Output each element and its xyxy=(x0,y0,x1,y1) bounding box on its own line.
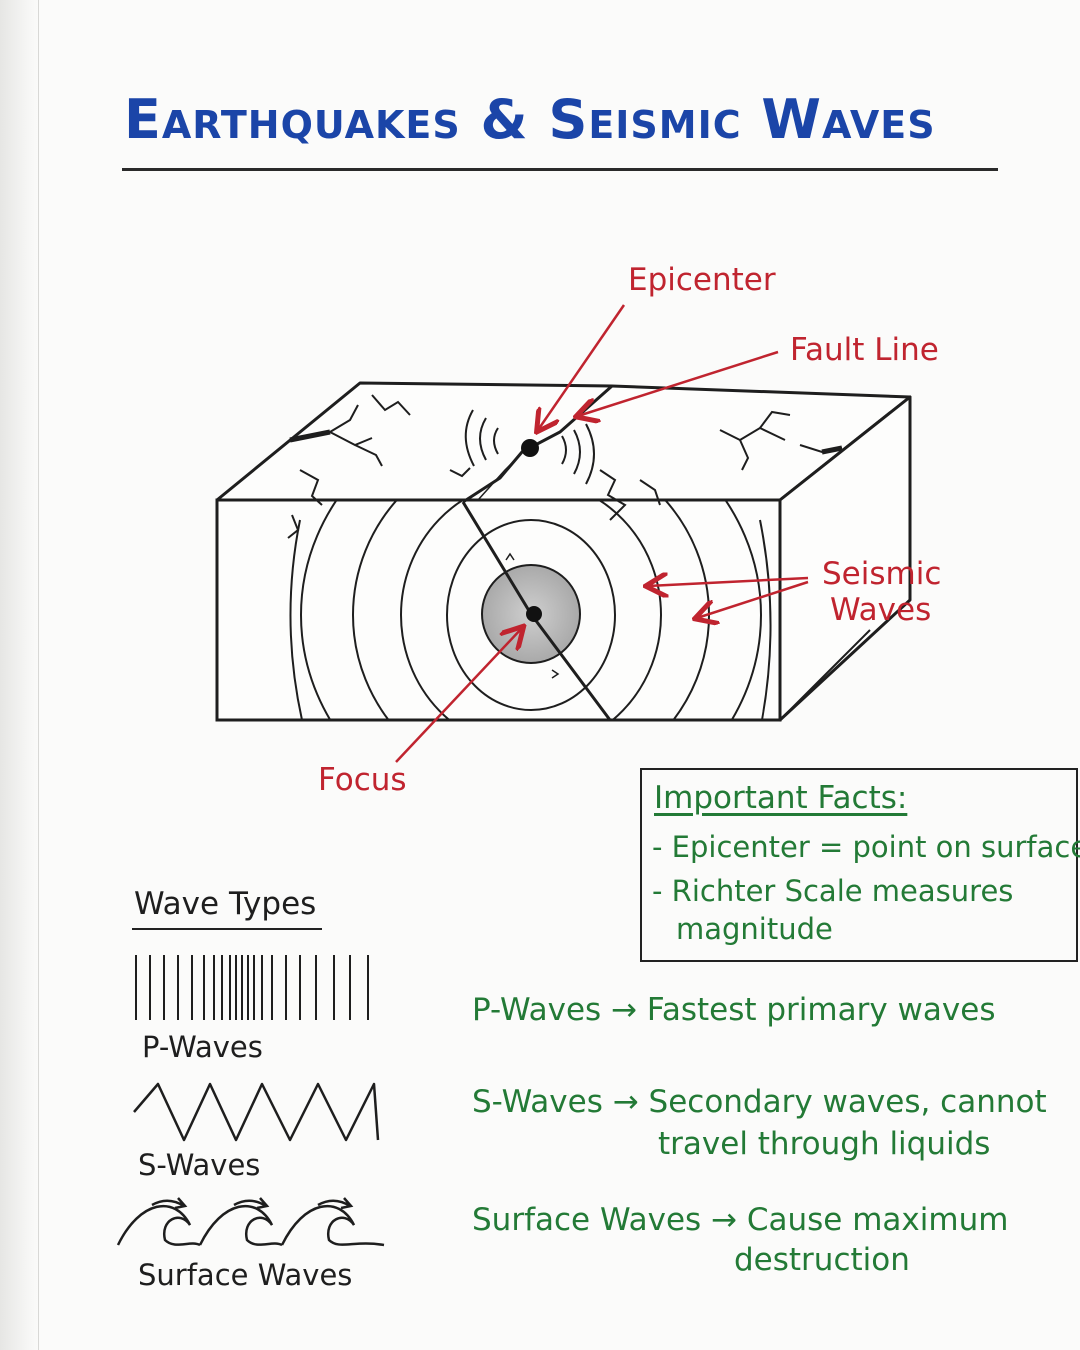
wave-type-icons xyxy=(116,955,385,1247)
important-facts-title: Important Facts: xyxy=(654,780,908,816)
block-right-face xyxy=(778,395,912,722)
focus-point xyxy=(526,606,542,622)
title-underline xyxy=(122,168,998,171)
page-title: Earthquakes & Seismic Waves xyxy=(124,88,936,151)
s-waves-description-cont: travel through liquids xyxy=(658,1126,991,1162)
seismic-waves-arrow-1 xyxy=(648,578,809,586)
fact-item: - Richter Scale measures xyxy=(652,874,1014,908)
epicenter-label: Epicenter xyxy=(628,262,776,298)
wave-types-underline xyxy=(132,928,322,930)
s-waves-description: S-Waves → Secondary waves, cannot xyxy=(472,1084,1047,1120)
zigzag-wave-icon xyxy=(133,1082,380,1142)
earthquake-block-diagram xyxy=(215,304,912,763)
notebook-page-edge xyxy=(38,0,39,1350)
p-waves-description: P-Waves → Fastest primary waves xyxy=(472,992,996,1028)
focus-arrow xyxy=(395,628,522,763)
seismic-waves-label-line2: Waves xyxy=(830,592,932,628)
epicenter-point xyxy=(521,439,539,457)
seismic-wave-rings xyxy=(289,500,772,720)
wave-type-label: S-Waves xyxy=(138,1148,261,1182)
epicenter-arrow xyxy=(538,304,626,430)
surface-waves-description: Surface Waves → Cause maximum xyxy=(472,1202,1009,1238)
wave-types-title: Wave Types xyxy=(134,886,317,922)
compression-lines-icon xyxy=(135,955,369,1020)
seismic-waves-label-line1: Seismic xyxy=(822,556,942,592)
rolling-wave-icon xyxy=(116,1197,385,1247)
surface-waves-description-cont: destruction xyxy=(734,1242,910,1278)
fault-line-arrow xyxy=(578,350,779,416)
fact-item: magnitude xyxy=(676,912,833,946)
fault-line-label: Fault Line xyxy=(790,332,939,368)
wave-type-label: Surface Waves xyxy=(138,1258,353,1292)
notebook-binding-shade xyxy=(0,0,40,1350)
important-facts-box xyxy=(640,768,1078,962)
vibration-arcs xyxy=(464,409,595,485)
focus-label: Focus xyxy=(318,762,407,798)
seismic-waves-arrow-2 xyxy=(697,580,809,618)
fact-item: - Epicenter = point on surface xyxy=(652,830,1080,864)
wave-type-label: P-Waves xyxy=(142,1030,263,1064)
